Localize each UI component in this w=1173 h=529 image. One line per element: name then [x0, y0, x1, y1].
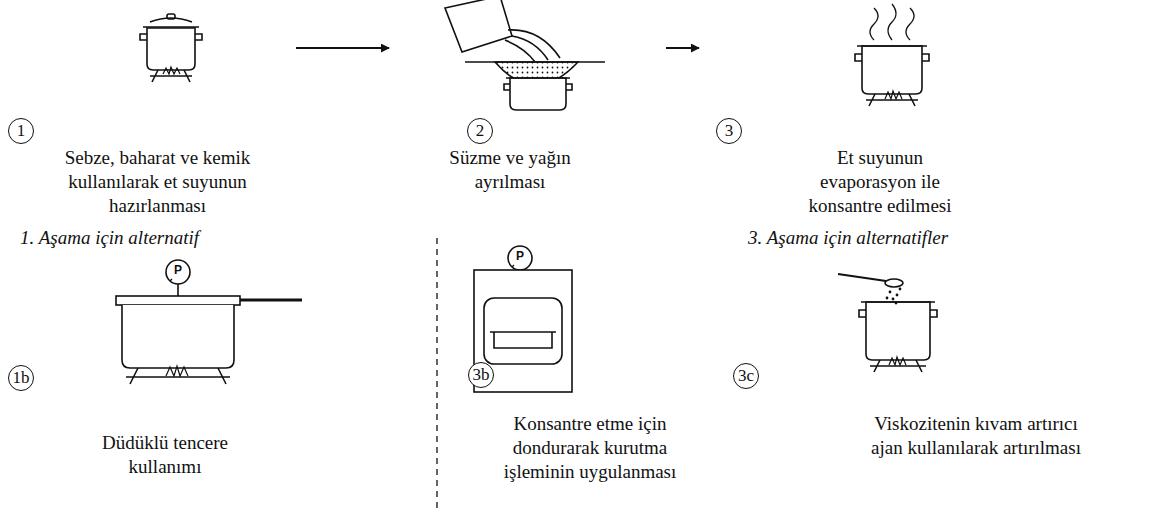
cooking-pot: [140, 14, 202, 82]
step-caption: Sebze, baharat ve kemik kullanılarak et …: [30, 146, 285, 218]
flow-arrow: [666, 47, 699, 49]
callout-number: 3: [716, 118, 742, 144]
process-step: 2Süzme ve yağın ayrılması: [395, 0, 660, 200]
pressure-cooker: [116, 260, 302, 384]
step-caption: Düdüklü tencere kullanımı: [90, 431, 240, 479]
step-caption: Konsantre etme için dondurarak kurutma i…: [495, 412, 685, 484]
thickener-pot: [838, 274, 937, 372]
step-caption: Et suyunun evaporasyon ile konsantre edi…: [795, 146, 965, 218]
process-step: 1Sebze, baharat ve kemik kullanılarak et…: [5, 0, 290, 222]
callout-number: 1b: [8, 365, 34, 391]
callout-number: 3b: [468, 362, 494, 388]
process-step: 3cViskozitenin kıvam artırıcı ajan kulla…: [730, 248, 1168, 513]
process-step: 3 Et suyunun evaporasyon ile konsantre ed…: [705, 0, 1065, 222]
separator-line: [436, 238, 437, 512]
process-step: 1bDüdüklü tencere kullanımı: [5, 255, 305, 485]
pressure-gauge-label: P: [516, 250, 524, 262]
callout-number: 2: [467, 118, 493, 144]
evaporation-pot: [855, 4, 929, 106]
pressure-gauge-label: P: [174, 264, 182, 276]
stage-heading: 1. Aşama için alternatif: [20, 226, 199, 250]
stage-heading: 3. Aşama için alternatifler: [748, 226, 948, 250]
straining-illustration: [445, 0, 605, 110]
process-step: 3bKonsantre etme için dondurarak kurutma…: [460, 248, 722, 513]
callout-number: 1: [8, 118, 34, 144]
step-caption: Viskozitenin kıvam artırıcı ajan kullanı…: [870, 412, 1082, 460]
step-caption: Süzme ve yağın ayrılması: [435, 146, 585, 194]
flow-arrow: [296, 47, 389, 49]
callout-number: 3c: [733, 363, 759, 389]
